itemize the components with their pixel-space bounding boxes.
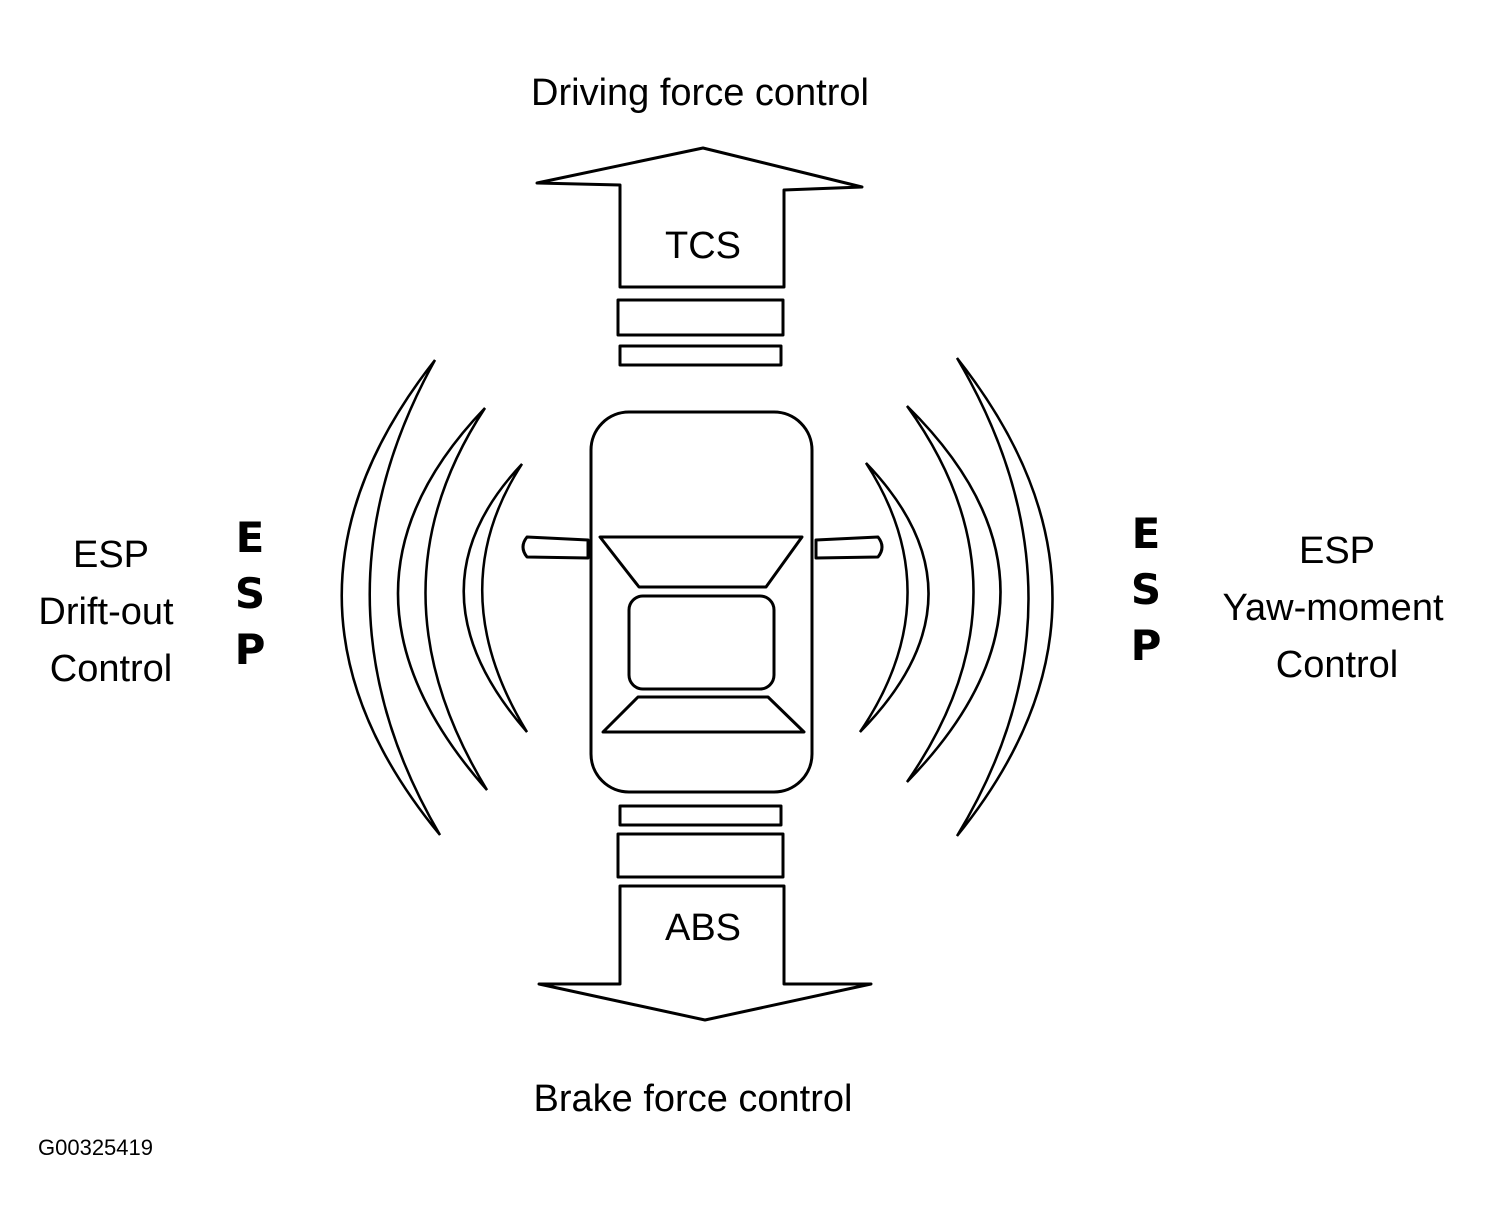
figure-code: G00325419: [38, 1135, 153, 1160]
car-windshield: [598, 535, 804, 589]
right-arc-outer: [955, 357, 1054, 837]
bottom-bar-large: [616, 832, 785, 879]
right-esp-letter-s: S: [1131, 565, 1161, 614]
right-esp-letter-e: E: [1132, 509, 1161, 558]
left-esp-letter-s: S: [235, 569, 265, 618]
left-esp-letter-p: P: [235, 625, 266, 674]
right-arc-middle: [905, 405, 1002, 783]
left-arc-outer: [340, 359, 442, 836]
right-arc-inner: [858, 462, 930, 733]
car-roof: [627, 594, 776, 691]
left-label-line2: Drift-out: [38, 591, 174, 633]
right-label-line2: Yaw-moment: [1222, 587, 1443, 629]
left-label-line1: ESP: [73, 534, 149, 576]
car-left-mirror: [521, 535, 590, 560]
driving-force-label: Driving force control: [531, 72, 869, 114]
left-label-line3: Control: [50, 648, 173, 690]
car-right-mirror: [814, 535, 884, 560]
brake-force-label: Brake force control: [534, 1078, 853, 1120]
bottom-bar-small: [618, 804, 783, 827]
left-arc-inner: [462, 463, 529, 733]
car-rear-window: [601, 695, 806, 734]
right-label-line3: Control: [1276, 644, 1399, 686]
tcs-label: TCS: [665, 225, 741, 267]
abs-arrow: [537, 884, 873, 1022]
left-esp-letter-e: E: [236, 513, 265, 562]
top-bar-large: [616, 298, 785, 337]
left-arc-middle: [396, 407, 489, 791]
abs-label: ABS: [665, 907, 741, 949]
right-label-line1: ESP: [1299, 530, 1375, 572]
right-esp-letter-p: P: [1131, 621, 1162, 670]
tcs-arrow: [535, 146, 864, 289]
top-bar-small: [618, 344, 783, 367]
